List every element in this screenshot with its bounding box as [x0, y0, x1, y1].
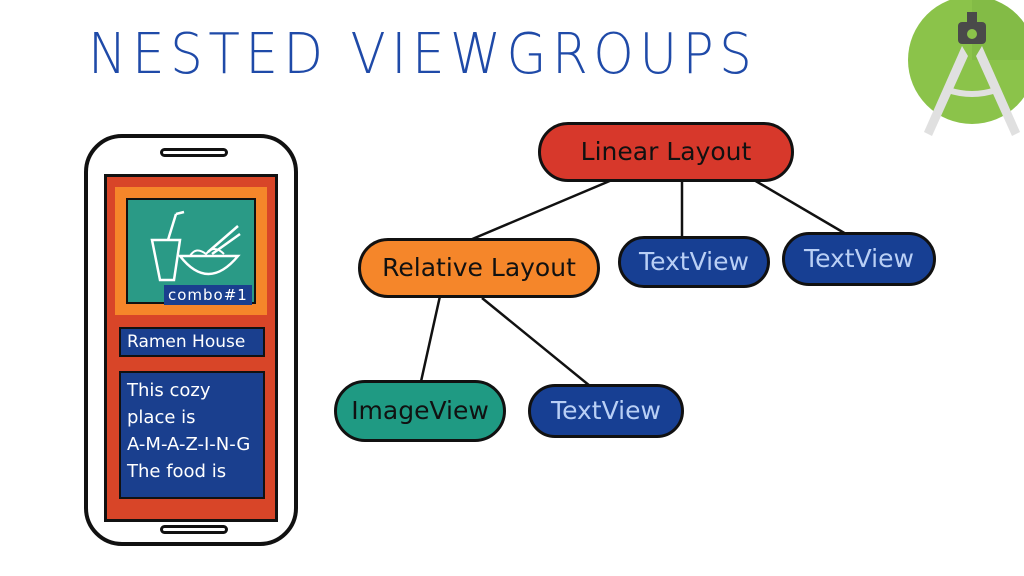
node-linear-layout: Linear Layout: [538, 122, 794, 182]
phone-speaker: [160, 148, 228, 157]
edge-root-textview-2: [753, 178, 847, 236]
edge-root-relative: [469, 178, 613, 242]
node-relative-layout-label: Relative Layout: [382, 253, 576, 282]
page-title: NESTED VIEWGROUPS: [88, 22, 758, 87]
restaurant-name: Ramen House: [119, 327, 265, 357]
node-textview-3-label: TextView: [551, 396, 661, 425]
phone-illustration: combo#1 Ramen House This cozy place is A…: [84, 134, 298, 546]
node-textview-1: TextView: [618, 236, 770, 288]
image-frame: combo#1: [115, 187, 267, 315]
node-imageview-label: ImageView: [351, 396, 489, 425]
node-relative-layout: Relative Layout: [358, 238, 600, 298]
phone-screen: combo#1 Ramen House This cozy place is A…: [104, 174, 278, 522]
node-textview-2: TextView: [782, 232, 936, 286]
edge-relative-imageview: [418, 295, 442, 387]
node-imageview: ImageView: [334, 380, 506, 442]
phone-home-button: [160, 525, 228, 534]
node-textview-1-label: TextView: [639, 247, 749, 276]
node-linear-layout-label: Linear Layout: [580, 137, 752, 166]
android-studio-icon: [908, 0, 1024, 136]
food-icon: [150, 210, 241, 282]
edge-relative-textview: [481, 297, 591, 387]
node-textview-2-label: TextView: [804, 244, 914, 273]
food-image: combo#1: [126, 198, 256, 305]
restaurant-description: This cozy place is A-M-A-Z-I-N-G The foo…: [119, 371, 265, 499]
node-textview-3: TextView: [528, 384, 684, 438]
image-caption: combo#1: [164, 285, 252, 305]
